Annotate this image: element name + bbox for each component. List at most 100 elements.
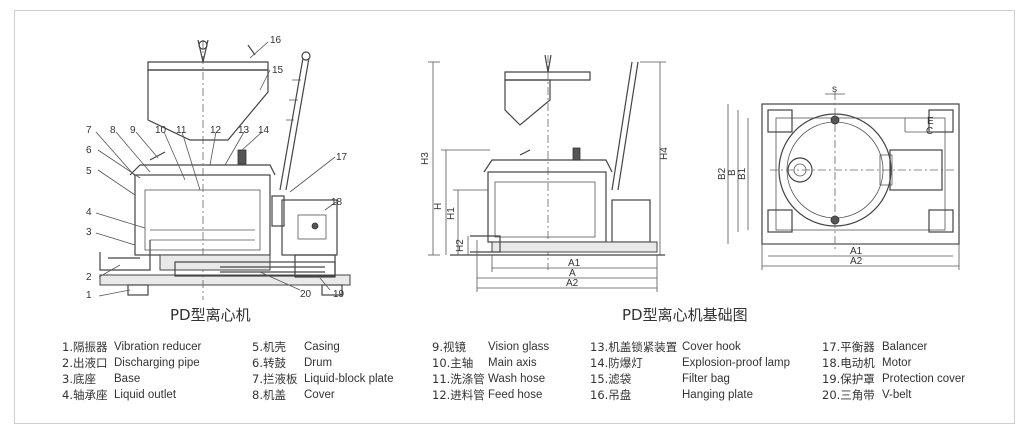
drawing-frame <box>14 10 1015 424</box>
legend-item: 4.轴承座 Liquid outlet <box>62 387 201 403</box>
callout-17: 17 <box>336 152 348 163</box>
legend-column-1: 1.隔振器 Vibration reducer 2.出液口 Discharging … <box>62 339 201 403</box>
callout-11: 11 <box>176 125 187 136</box>
legend-item: 1.隔振器 Vibration reducer <box>62 339 201 355</box>
legend-en: Main axis <box>488 357 537 369</box>
legend-cn: 4.轴承座 <box>62 388 108 402</box>
dim-h2: H2 <box>455 239 466 252</box>
dim-a2: A2 <box>566 278 579 289</box>
legend-item: 2.出液口 Discharging pipe <box>62 355 201 371</box>
legend-en: Motor <box>882 357 912 369</box>
callout-3: 3 <box>86 227 92 238</box>
legend-en: Hanging plate <box>682 389 753 401</box>
hanging-plate <box>147 61 269 71</box>
callout-14: 14 <box>258 125 270 136</box>
legend-item: 16.吊盘 Hanging plate <box>590 387 790 403</box>
callout-18: 18 <box>331 197 343 208</box>
legend-cn: 9.视镜 <box>432 340 466 354</box>
callout-5: 5 <box>86 166 92 177</box>
callout-15: 15 <box>272 65 284 76</box>
foundation-view-caption: PD型离心机基础图 <box>622 306 748 324</box>
pv-anchor-bl <box>767 209 793 233</box>
legend-cn: 16.吊盘 <box>590 388 632 402</box>
dim-a1: A1 <box>568 258 581 269</box>
callout-16: 16 <box>270 35 282 46</box>
legend-en: Vibration reducer <box>114 341 202 353</box>
side-view-caption: PD型离心机 <box>170 306 251 324</box>
dim-h1: H1 <box>446 207 457 220</box>
v-belt <box>220 266 325 273</box>
legend-cn: 2.出液口 <box>62 356 108 370</box>
legend-en: Wash hose <box>488 373 546 385</box>
legend-cn: 15.滤袋 <box>590 372 632 386</box>
dim-h4: H4 <box>659 147 670 160</box>
legend-cn: 20.三角带 <box>822 388 875 402</box>
legend-en: Drum <box>304 357 333 369</box>
dim-b2: B2 <box>717 167 728 180</box>
legend-cn: 8.机盖 <box>252 388 286 402</box>
legend-item: 7.拦液板 Liquid-block plate <box>252 371 394 387</box>
dim-b: B <box>727 169 738 176</box>
legend-en: Liquid-block plate <box>304 373 394 385</box>
legend-en: Explosion-proof lamp <box>682 357 791 369</box>
dim-c: C <box>926 126 933 137</box>
legend-cn: 7.拦液板 <box>252 372 298 386</box>
fv-lifting-arm <box>611 61 639 191</box>
legend-en: Discharging pipe <box>114 357 200 369</box>
pv-anchor-br <box>928 209 954 233</box>
drum-outline <box>144 189 261 251</box>
legend-en: Feed hose <box>488 389 543 401</box>
dim-b1: B1 <box>737 167 748 180</box>
legend-cn: 19.保护罩 <box>822 372 875 386</box>
motor <box>281 199 338 256</box>
legend-en: Base <box>114 373 141 385</box>
legend-item: 3.底座 Base <box>62 371 201 387</box>
callout-13: 13 <box>238 125 250 136</box>
legend-en: Vision glass <box>488 341 550 353</box>
legend-cn: 13.机盖锁紧装置 <box>590 340 678 354</box>
legend-cn: 3.底座 <box>62 372 96 386</box>
legend-item: 8.机盖 Cover <box>252 387 394 403</box>
legend-cn: 12.进料管 <box>432 388 485 402</box>
dim-pv-a2: A2 <box>850 256 863 267</box>
dim-h: H <box>433 203 444 210</box>
callout-12: 12 <box>210 125 222 136</box>
legend-en: Cover <box>304 389 335 401</box>
callout-10: 10 <box>155 125 167 136</box>
sight-glass <box>149 151 166 161</box>
legend-cn: 1.隔振器 <box>62 340 108 354</box>
callout-1: 1 <box>86 290 92 301</box>
legend-item: 15.滤袋 Filter bag <box>590 371 790 387</box>
callout-4: 4 <box>86 207 92 218</box>
callout-7: 7 <box>86 125 92 136</box>
legend-cn: 17.平衡器 <box>822 340 875 354</box>
legend-cn: 10.主轴 <box>432 356 474 370</box>
vibration-reducer-right <box>321 284 343 296</box>
legend-en: Filter bag <box>682 373 730 385</box>
legend-en: Liquid outlet <box>114 389 177 401</box>
legend-item: 9.视镜 Vision glass <box>432 339 549 355</box>
legend-cn: 18.电动机 <box>822 356 875 370</box>
legend-en: V-belt <box>882 389 912 401</box>
dim-pv-a1: A1 <box>850 246 863 257</box>
callout-20: 20 <box>300 289 312 300</box>
dim-e: E <box>927 116 934 127</box>
pv-motor <box>889 149 943 191</box>
callout-19: 19 <box>333 289 345 300</box>
callout-9: 9 <box>130 125 136 136</box>
legend-item: 10.主轴 Main axis <box>432 355 549 371</box>
legend-en: Casing <box>304 341 340 353</box>
dim-a: A <box>569 268 576 279</box>
fv-outlet-pipe <box>470 235 501 253</box>
